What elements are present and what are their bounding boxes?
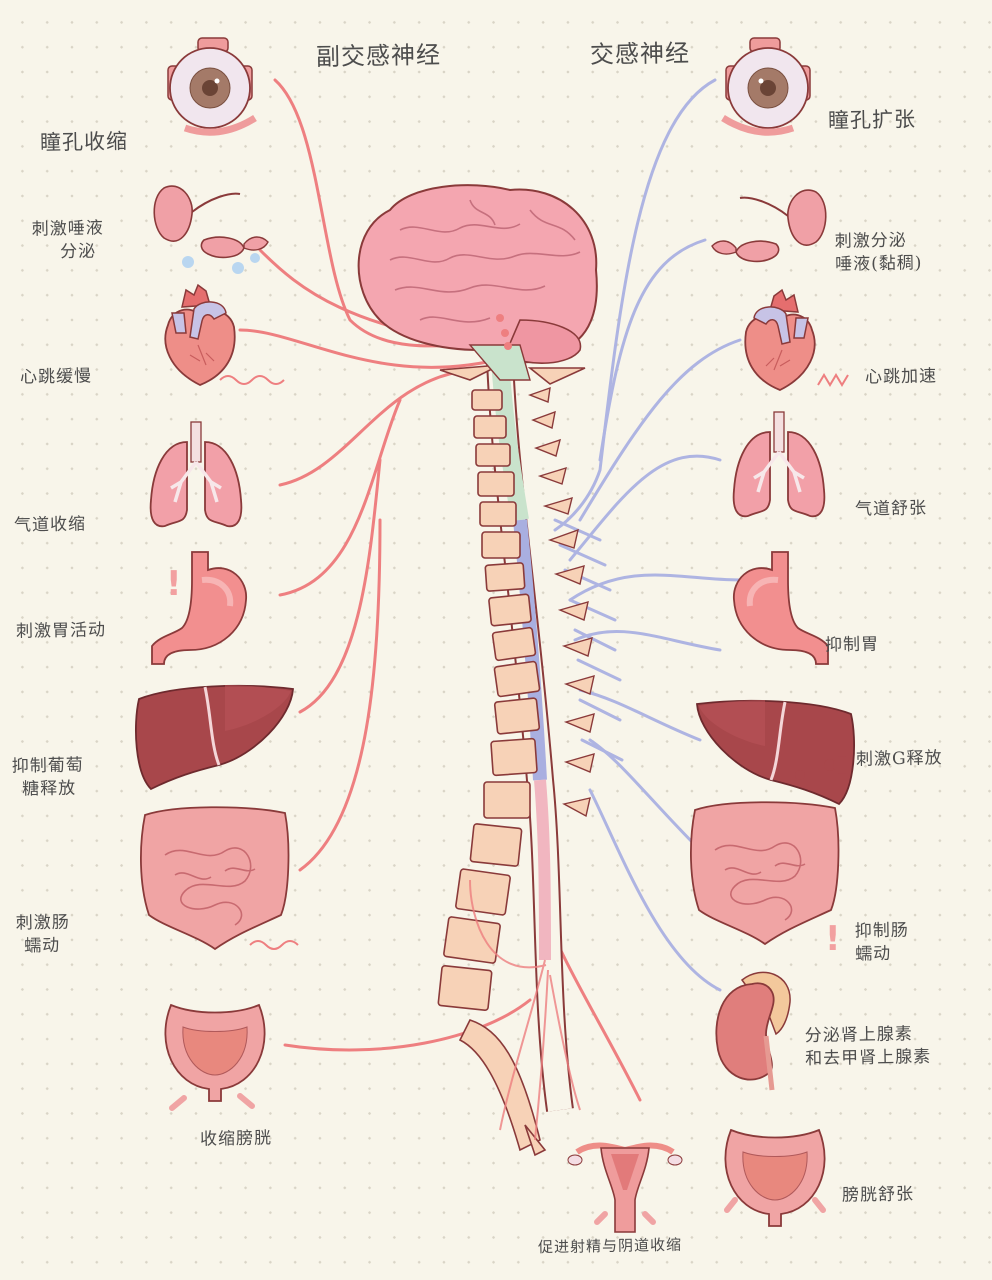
sympathetic-nerves xyxy=(553,78,742,992)
spinal-column xyxy=(437,359,595,1157)
right-effect-lungs: 气道舒张 xyxy=(854,498,928,520)
svg-text:!: ! xyxy=(825,919,841,959)
reproductive-organ xyxy=(567,1142,683,1233)
right-effect-intestines: 抑制肠蠕动 xyxy=(854,920,909,965)
sympathetic-title: 交感神经 xyxy=(589,39,691,69)
right-effect-salivary: 刺激分泌唾液(黏稠) xyxy=(834,230,923,275)
left-effect-liver: 抑制葡萄糖释放 xyxy=(11,755,84,800)
right-effect-stomach: 抑制胃 xyxy=(824,634,880,656)
left-effect-eye: 瞳孔收缩 xyxy=(39,129,129,155)
left-effect-intestines: 刺激肠蠕动 xyxy=(15,912,70,957)
right-effect-heart: 心跳加速 xyxy=(864,366,938,388)
left-effect-salivary: 刺激唾液分泌 xyxy=(31,218,104,263)
right-effect-adrenal: 分泌肾上腺素和去甲肾上腺素 xyxy=(804,1024,932,1070)
right-effect-eye: 瞳孔扩张 xyxy=(827,107,917,133)
center-effect-reproductive: 促进射精与阴道收缩 xyxy=(537,1235,683,1257)
left-effect-stomach: 刺激胃活动 xyxy=(15,620,107,642)
left-effect-heart: 心跳缓慢 xyxy=(19,366,93,388)
right-organs: ! xyxy=(690,38,856,1227)
right-effect-bladder: 膀胱舒张 xyxy=(841,1184,915,1206)
left-effect-bladder: 收缩膀胱 xyxy=(199,1128,273,1150)
right-effect-liver: 刺激G释放 xyxy=(855,748,943,770)
left-organs: ! xyxy=(134,38,299,1111)
left-effect-lungs: 气道收缩 xyxy=(13,514,87,536)
parasympathetic-title: 副交感神经 xyxy=(315,40,442,72)
svg-text:!: ! xyxy=(166,564,182,604)
brain-illustration xyxy=(357,184,598,381)
